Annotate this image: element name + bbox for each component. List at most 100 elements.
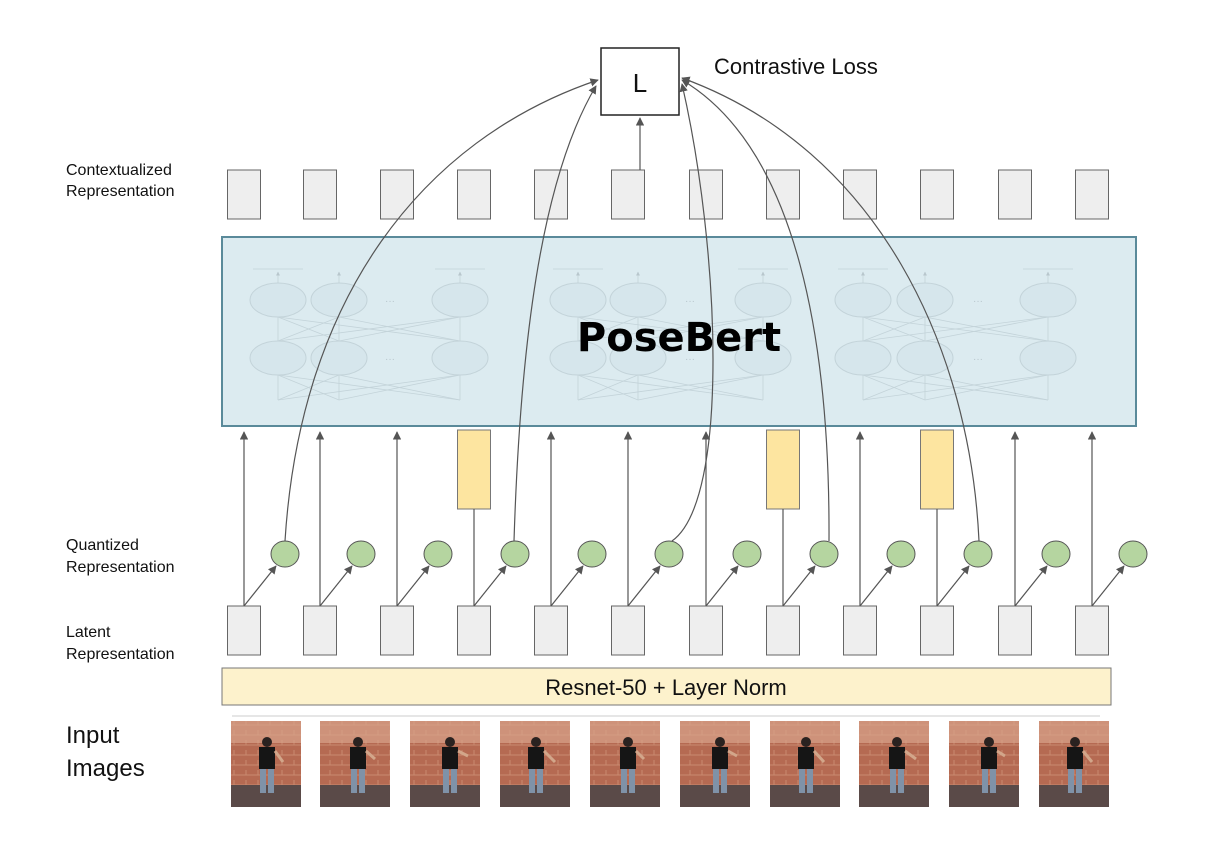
contextualized-box-1 — [227, 169, 261, 220]
person-leg — [443, 769, 449, 793]
faint-edge — [277, 374, 340, 401]
quantized-node-11 — [1041, 540, 1071, 568]
latent-box-3 — [380, 605, 414, 656]
latent-box-9 — [843, 605, 877, 656]
faint-edge — [277, 316, 461, 342]
frame-audience — [949, 785, 1019, 807]
latent-to-quantized-arrow-2 — [319, 565, 353, 607]
quantized-label-line1: Quantized — [66, 537, 139, 554]
latent-label-line1: Latent — [66, 624, 111, 641]
latent-box-5 — [534, 605, 568, 656]
faint-node — [431, 340, 489, 376]
person-arm — [457, 749, 469, 758]
faint-node — [734, 282, 792, 318]
latent-box-7 — [689, 605, 723, 656]
quantized-node-6 — [654, 540, 684, 568]
contextualized-label-line2: Representation — [66, 183, 175, 200]
person-arm — [542, 749, 557, 764]
person-leg — [1068, 769, 1074, 793]
contextualized-box-10 — [920, 169, 954, 220]
frame-audience — [500, 785, 570, 807]
latent-box-2 — [303, 605, 337, 656]
frame-window — [770, 721, 840, 743]
faint-node — [1019, 340, 1077, 376]
latent-to-quantized-arrow-4 — [473, 565, 507, 607]
faint-ellipsis: ··· — [685, 354, 695, 365]
input-label-line2: Images — [66, 755, 145, 782]
person-leg — [351, 769, 357, 793]
person-leg — [898, 769, 904, 793]
person-head — [445, 737, 455, 747]
person-arm — [273, 750, 285, 763]
person-torso — [528, 747, 544, 769]
person-head — [353, 737, 363, 747]
loss-box — [600, 47, 680, 116]
person-leg — [807, 769, 813, 793]
faint-edge — [577, 374, 639, 401]
latent-box-11 — [998, 605, 1032, 656]
faint-node — [609, 282, 667, 318]
person-arm — [812, 749, 826, 764]
input-frame-2 — [320, 721, 390, 807]
input-frame-1 — [231, 721, 301, 807]
input-frame-5 — [590, 721, 660, 807]
person-torso — [259, 747, 275, 769]
contextualized-box-11 — [998, 169, 1032, 220]
person-leg — [713, 769, 719, 793]
person-leg — [268, 769, 274, 793]
faint-edge — [862, 316, 1049, 342]
quantized-node-8 — [809, 540, 839, 568]
quantized-label-line2: Representation — [66, 559, 175, 576]
person-leg — [990, 769, 996, 793]
latent-to-quantized-arrow-8 — [782, 565, 816, 607]
person-leg — [799, 769, 805, 793]
contextualized-box-2 — [303, 169, 337, 220]
faint-ellipsis: ··· — [685, 296, 695, 307]
person-arm — [904, 749, 917, 761]
latent-to-quantized-arrow-1 — [243, 565, 277, 607]
posebert-block — [221, 236, 1137, 427]
quantized-node-3 — [423, 540, 453, 568]
faint-node — [310, 340, 368, 376]
contrastive-link-3 — [671, 83, 714, 542]
latent-to-quantized-arrow-5 — [550, 565, 584, 607]
contrastive-link-2 — [513, 85, 597, 542]
quantized-node-5 — [577, 540, 607, 568]
person-torso — [889, 747, 905, 769]
faint-edge — [862, 374, 926, 401]
faint-ellipsis: ··· — [385, 296, 395, 307]
frame-audience — [320, 785, 390, 807]
faint-edge — [577, 316, 764, 342]
faint-edge — [637, 316, 764, 342]
latent-to-quantized-arrow-3 — [396, 565, 430, 607]
frame-audience — [410, 785, 480, 807]
person-arm — [634, 749, 646, 761]
faint-edge — [924, 374, 1049, 401]
faint-edge — [924, 316, 1049, 342]
masked-token-box-3 — [920, 429, 954, 510]
person-torso — [350, 747, 366, 769]
frame-audience — [590, 785, 660, 807]
loss-box-label: L — [633, 68, 647, 98]
frame-window — [500, 721, 570, 743]
frame-audience — [859, 785, 929, 807]
faint-edge — [277, 374, 461, 401]
encoder-label: Resnet-50 + Layer Norm — [545, 675, 787, 700]
input-frame-3 — [410, 721, 480, 807]
person-arm — [727, 749, 738, 758]
faint-edge — [862, 374, 1049, 401]
contextualized-box-6 — [611, 169, 645, 220]
contextualized-box-9 — [843, 169, 877, 220]
posebert-title: PoseBert — [577, 315, 781, 361]
frame-window — [231, 721, 301, 743]
latent-box-4 — [457, 605, 491, 656]
contrastive-link-1 — [284, 78, 599, 542]
frame-window — [859, 721, 929, 743]
encoder-bar — [221, 667, 1112, 706]
faint-edge — [338, 316, 461, 342]
faint-ellipsis: ··· — [973, 354, 983, 365]
quantized-node-7 — [732, 540, 762, 568]
person-head — [262, 737, 272, 747]
person-head — [715, 737, 725, 747]
faint-node — [549, 282, 607, 318]
